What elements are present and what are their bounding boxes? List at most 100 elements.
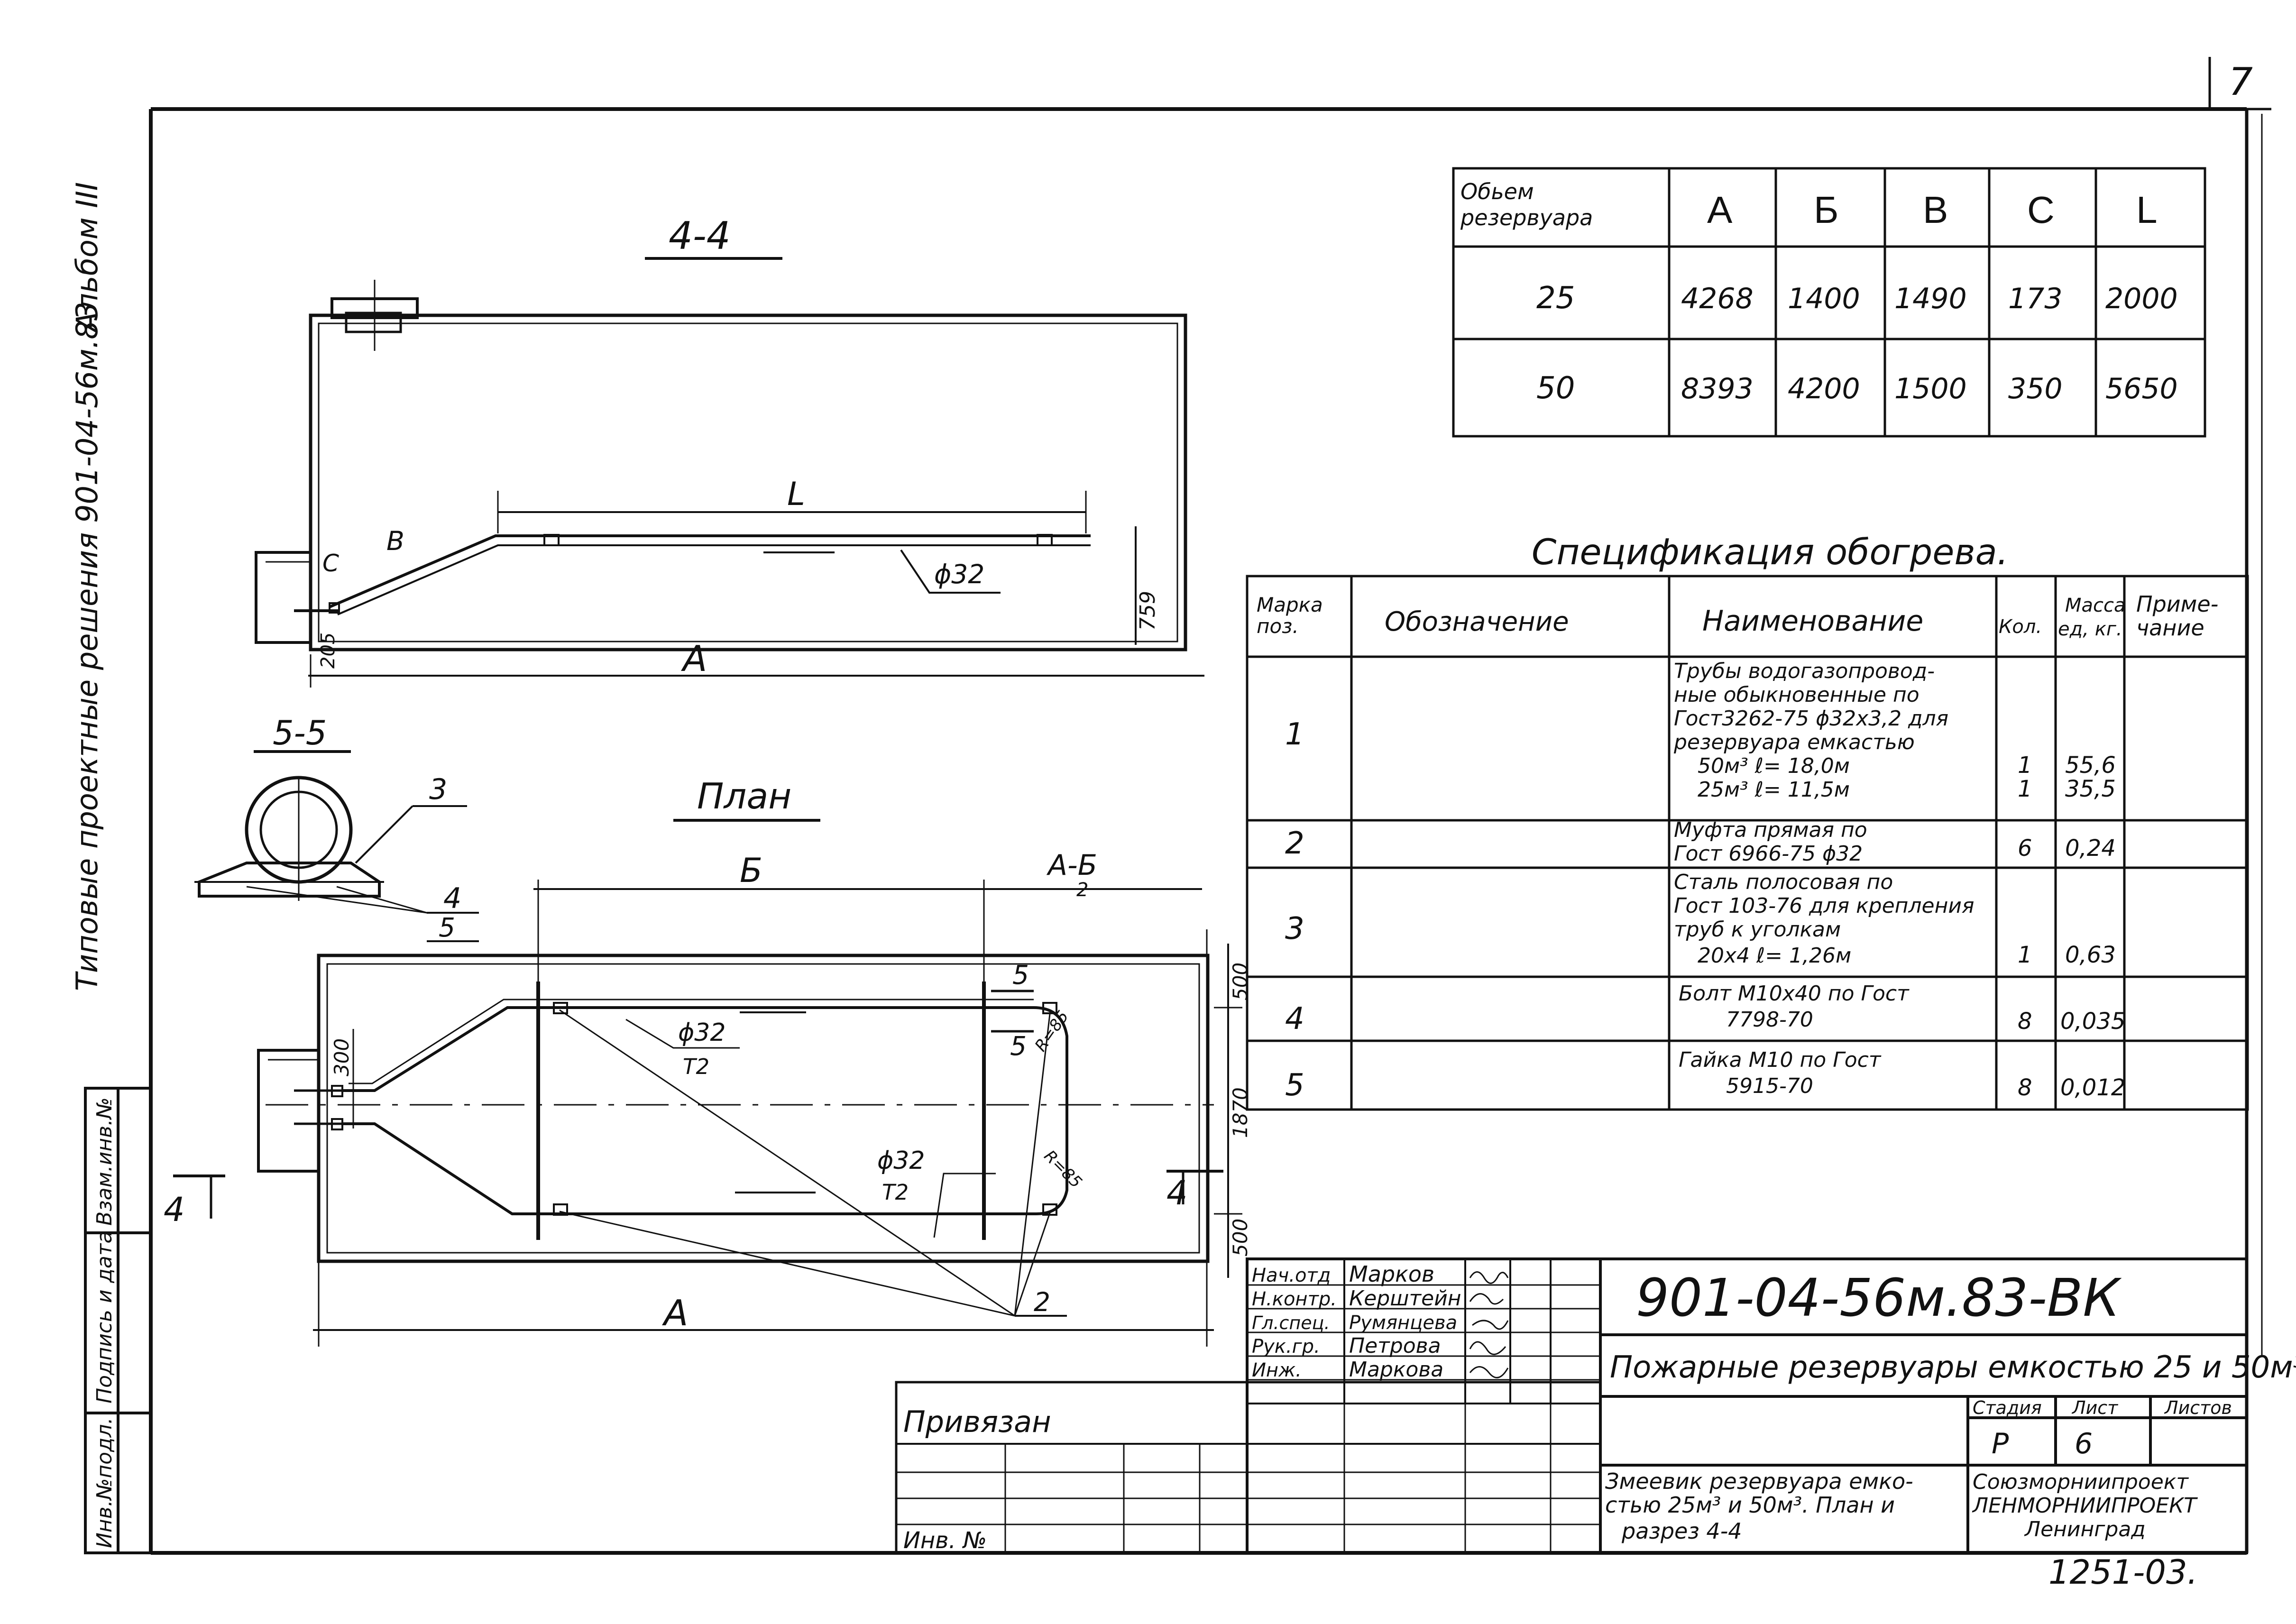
tb-privyazan: Привязан (903, 1404, 1051, 1439)
plan-dim-A: A (662, 1292, 688, 1334)
sheet-frame (149, 57, 2271, 1555)
spec-row-pos: 1 (1285, 717, 1304, 752)
tb-sheet: 6 (2075, 1427, 2093, 1460)
dims-header-v: B (1923, 189, 1948, 231)
spec-row-name: Муфта прямая по Гост 6966-75 ϕ32 (1674, 818, 1874, 866)
plan-title: План (697, 775, 791, 817)
strip-label-vzam-inv: Взам.инв.№ (92, 1097, 117, 1226)
section-4-4-title: 4-4 (669, 214, 731, 258)
bottom-archive-number: 1251-03. (2048, 1553, 2198, 1592)
spec-row-pos: 3 (1285, 911, 1304, 946)
spec-row-name: Трубы водогазопровод- ные обыкновенные п… (1673, 659, 1955, 802)
section-4-4-dim-759: 759 (1136, 591, 1160, 631)
plan-callout-2: 2 (1034, 1287, 1050, 1317)
dims-cell: 4268 (1681, 282, 1754, 315)
plan-pipe-bot: ϕ32 (877, 1147, 925, 1175)
dimensions-table: Обьем резервуара A Б B C L 25 4268 1400 … (1452, 167, 2206, 438)
tb-org: Союзморниипроект ЛЕНМОРНИИПРОЕКТ Ленингр… (1972, 1470, 2203, 1541)
tb-sheet-label: Лист (2071, 1397, 2119, 1418)
callout-4: 4 (443, 882, 461, 915)
dims-header-volume: Обьем резервуара (1460, 179, 1593, 230)
tb-sheet-desc: Змеевик резервуара емко- стью 25м³ и 50м… (1605, 1468, 1920, 1544)
series-label: Типовые проектные решения 901-04-56м.83 (70, 302, 104, 991)
tb-role: Н.контр. (1252, 1288, 1337, 1310)
dims-cell: 350 (2008, 372, 2063, 405)
plan-cut-5-bot: 5 (1010, 1031, 1027, 1061)
section-5-5-title: 5-5 (273, 714, 327, 752)
tb-name: Румянцева (1349, 1312, 1457, 1334)
plan-dim-500-bot: 500 (1229, 1219, 1252, 1257)
section-4-4-dim-L: L (787, 476, 805, 513)
plan-r85-bot: R=85 (1040, 1147, 1086, 1192)
corner-sheet-number: 7 (2229, 60, 2253, 104)
plan-view: План (164, 775, 1252, 1347)
tb-name: Марков (1349, 1261, 1434, 1287)
section-4-4-dim-C: C (322, 550, 339, 577)
section-5-5: 5-5 3 4 5 (194, 714, 479, 943)
dims-cell: 4200 (1788, 372, 1860, 405)
dims-cell: 50 (1536, 371, 1575, 406)
plan-cut-5-top: 5 (1012, 960, 1029, 990)
tb-inv-no: Инв. № (903, 1527, 987, 1554)
spec-row-mass: 0,035 (2060, 1008, 2125, 1035)
dims-cell: 1500 (1894, 372, 1967, 405)
tb-project-name: Пожарные резервуары емкостью 25 и 50м³ (1610, 1350, 2296, 1385)
tb-name: Маркова (1349, 1358, 1443, 1382)
tb-name: Петрова (1349, 1334, 1441, 1358)
dims-cell: 173 (2008, 282, 2063, 315)
tb-role: Нач.отд (1252, 1265, 1331, 1286)
spec-row-mass: 0,24 (2065, 835, 2116, 862)
plan-pipe-top: ϕ32 (678, 1018, 726, 1047)
dims-header-b-cyr: Б (1814, 189, 1839, 231)
plan-dim-1870: 1870 (1229, 1087, 1252, 1138)
plan-dim-300: 300 (330, 1038, 353, 1076)
section-4-4-dim-A: A (681, 638, 707, 679)
spec-header-designation: Обозначение (1385, 606, 1569, 637)
dims-cell: 25 (1536, 281, 1575, 316)
tb-doc-code: 901-04-56м.83-ВК (1636, 1267, 2122, 1328)
spec-row-mass: 0,63 (2065, 942, 2116, 968)
section-4-4-dim-B: B (386, 526, 404, 556)
album-label: Альбом III (70, 182, 104, 334)
plan-cut-4-right: 4 (1166, 1174, 1188, 1212)
plan-dim-B: Б (740, 851, 762, 890)
section-4-4-pipe-label: ϕ32 (934, 559, 984, 589)
callout-3: 3 (429, 773, 447, 806)
tb-sheets-label: Листов (2164, 1397, 2232, 1418)
signature-scribbles (1469, 1271, 1509, 1378)
spec-row-name: Болт М10х40 по Гост 7798-70 (1679, 982, 1916, 1032)
spec-header-note: Приме-чание (2136, 591, 2218, 641)
spec-row-qty: 1 (2018, 776, 2032, 802)
plan-dim-AB: А-Б (1046, 849, 1097, 882)
spec-row-qty: 1 (2018, 752, 2032, 779)
dims-cell: 1490 (1894, 282, 1967, 315)
tb-role: Инж. (1252, 1359, 1302, 1381)
spec-row-pos: 2 (1285, 826, 1304, 861)
tb-stage: Р (1992, 1427, 2009, 1460)
spec-row-name: Сталь полосовая по Гост 103-76 для крепл… (1674, 870, 1981, 968)
callout-5: 5 (439, 912, 455, 943)
dims-cell: 8393 (1681, 372, 1754, 405)
spec-row-pos: 4 (1285, 1001, 1304, 1037)
plan-pipe-top-sub: Т2 (683, 1054, 709, 1079)
spec-row-qty: 8 (2018, 1008, 2032, 1035)
tb-name: Керштейн (1349, 1286, 1461, 1311)
spec-row-mass: 35,5 (2065, 776, 2116, 802)
spec-header-qty: Кол. (1999, 616, 2042, 638)
section-4-4: 4-4 (255, 214, 1204, 688)
dims-header-l: L (2136, 189, 2158, 231)
plan-pipe-bot-sub: Т2 (882, 1180, 909, 1205)
plan-cut-4-left: 4 (164, 1190, 185, 1229)
spec-row-mass: 55,6 (2065, 752, 2116, 779)
spec-row-qty: 6 (2018, 835, 2032, 862)
spec-row-qty: 1 (2018, 942, 2032, 968)
tb-role: Рук.гр. (1252, 1336, 1320, 1358)
dims-header-c: C (2027, 189, 2055, 231)
dims-cell: 1400 (1788, 282, 1860, 315)
strip-label-inv-podl: Инв.№подл. (92, 1417, 117, 1548)
dims-cell: 2000 (2105, 282, 2178, 315)
